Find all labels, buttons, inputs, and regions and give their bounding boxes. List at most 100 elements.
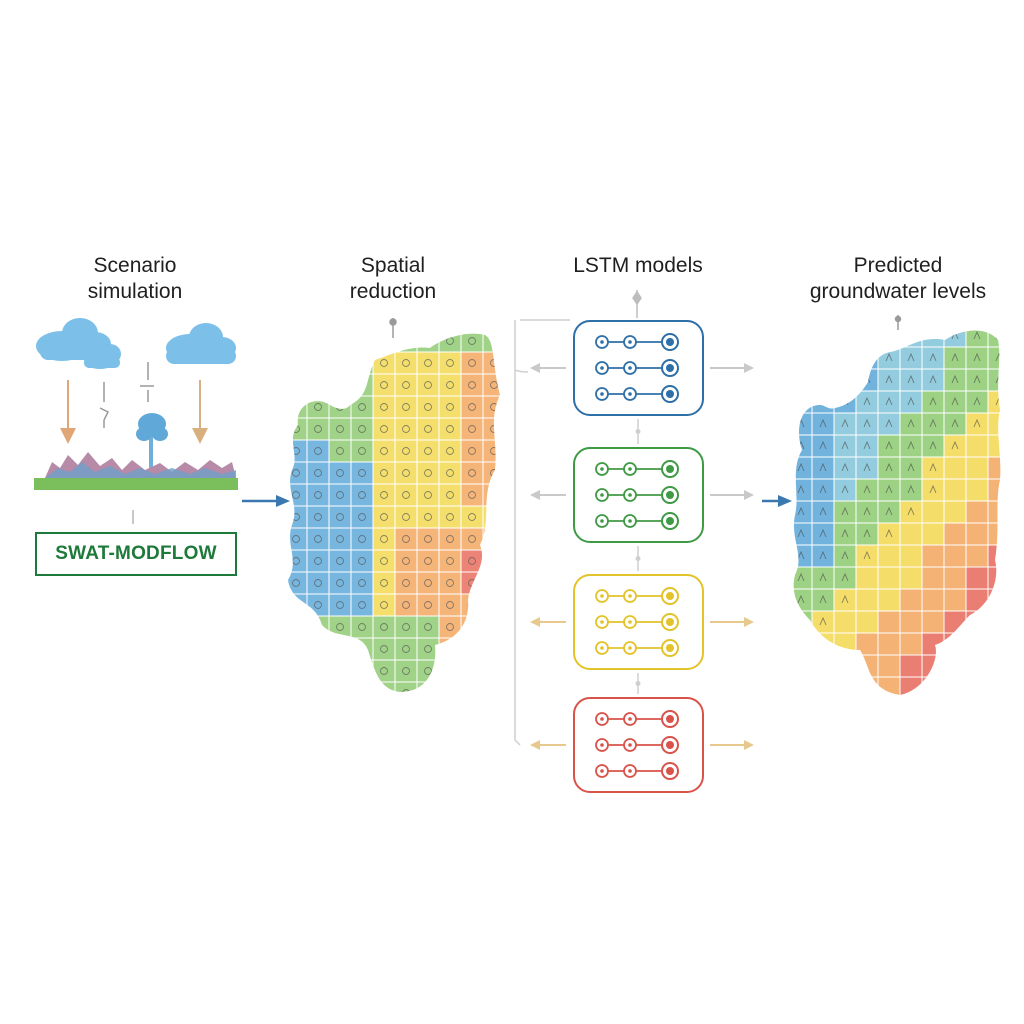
cell-glyph	[797, 506, 805, 516]
cell-glyph	[402, 447, 410, 455]
spatial-title-line-1: Spatial	[360, 254, 426, 277]
map-cell	[328, 395, 352, 419]
map-cell	[811, 434, 835, 458]
map-cell	[306, 461, 330, 485]
map-cell	[416, 637, 440, 661]
map-cell	[921, 544, 945, 568]
cell-glyph	[907, 484, 915, 494]
map-cell	[394, 395, 418, 419]
cell-glyph	[995, 330, 1001, 340]
map-cell	[416, 461, 440, 485]
cell-glyph	[314, 425, 322, 433]
cell-glyph	[358, 425, 366, 433]
cell-glyph	[314, 447, 322, 455]
map-cell	[372, 637, 396, 661]
map-cell	[921, 500, 945, 524]
map-cell	[877, 500, 901, 524]
map-cell	[793, 632, 813, 656]
predicted-map	[793, 315, 1001, 721]
map-cell	[438, 571, 462, 595]
cell-glyph	[424, 535, 432, 543]
cell-glyph	[841, 462, 849, 472]
map-cell	[482, 659, 500, 683]
map-cell	[394, 417, 418, 441]
cell-glyph	[490, 623, 498, 631]
map-cell	[943, 610, 967, 634]
lstm-model-box	[573, 697, 704, 793]
map-cell	[306, 615, 330, 639]
cell-glyph	[885, 396, 893, 406]
map-cell	[438, 483, 462, 507]
predicted-title-line-1: Predicted	[853, 254, 943, 277]
cell-glyph	[292, 337, 300, 345]
map-cell	[811, 676, 835, 695]
map-cell	[877, 456, 901, 480]
cell-glyph	[929, 440, 937, 450]
cell-glyph	[292, 601, 300, 609]
cell-glyph	[819, 352, 827, 362]
cell-glyph	[490, 381, 498, 389]
map-cell	[306, 681, 330, 692]
map-cell	[877, 676, 901, 695]
cell-glyph	[841, 572, 849, 582]
map-cell	[438, 461, 462, 485]
map-cell	[482, 333, 500, 353]
map-cell	[899, 456, 923, 480]
cell-glyph	[380, 447, 388, 455]
map-cell	[416, 395, 440, 419]
map-cell	[899, 412, 923, 436]
map-cell	[943, 346, 967, 370]
map-cell	[460, 439, 484, 463]
map-cell	[877, 368, 901, 392]
map-cell	[288, 615, 308, 639]
cell-glyph	[292, 403, 300, 411]
flow-arrow-icon	[762, 495, 792, 507]
cell-glyph	[973, 352, 981, 362]
map-cell	[438, 527, 462, 551]
map-cell	[877, 478, 901, 502]
map-cell	[793, 676, 813, 695]
map-cell	[306, 483, 330, 507]
cell-glyph	[841, 440, 849, 450]
map-cell	[416, 417, 440, 441]
cell-glyph	[907, 462, 915, 472]
map-cell	[793, 588, 813, 612]
map-cell	[922, 699, 944, 721]
cell-glyph	[380, 689, 388, 692]
map-cell	[350, 417, 374, 441]
map-cell	[482, 373, 500, 397]
map-cell	[811, 654, 835, 678]
cell-glyph	[490, 557, 498, 565]
cell-glyph	[468, 447, 476, 455]
map-cell	[460, 351, 484, 375]
map-cell	[811, 632, 835, 656]
map-cell	[877, 544, 901, 568]
cell-glyph	[819, 418, 827, 428]
cell-glyph	[885, 352, 893, 362]
cell-glyph	[314, 667, 322, 675]
map-cell	[394, 461, 418, 485]
map-cell	[394, 527, 418, 551]
map-cell	[833, 610, 857, 634]
map-cell	[394, 681, 418, 692]
map-cell	[416, 615, 440, 639]
rain-arrow-icon	[60, 380, 76, 444]
map-cell	[372, 615, 396, 639]
map-cell	[943, 412, 967, 436]
cell-glyph	[380, 623, 388, 631]
cell-glyph	[424, 601, 432, 609]
map-cell	[877, 610, 901, 634]
cell-glyph	[446, 447, 454, 455]
cell-glyph	[358, 491, 366, 499]
map-cell	[482, 527, 500, 551]
map-cell	[350, 659, 374, 683]
cell-glyph	[380, 491, 388, 499]
map-cell	[855, 654, 879, 678]
cell-glyph	[885, 418, 893, 428]
cell-glyph	[797, 528, 805, 538]
map-cell	[482, 681, 500, 692]
cell-glyph	[797, 572, 805, 582]
map-cell	[394, 333, 418, 353]
map-cell	[793, 478, 813, 502]
